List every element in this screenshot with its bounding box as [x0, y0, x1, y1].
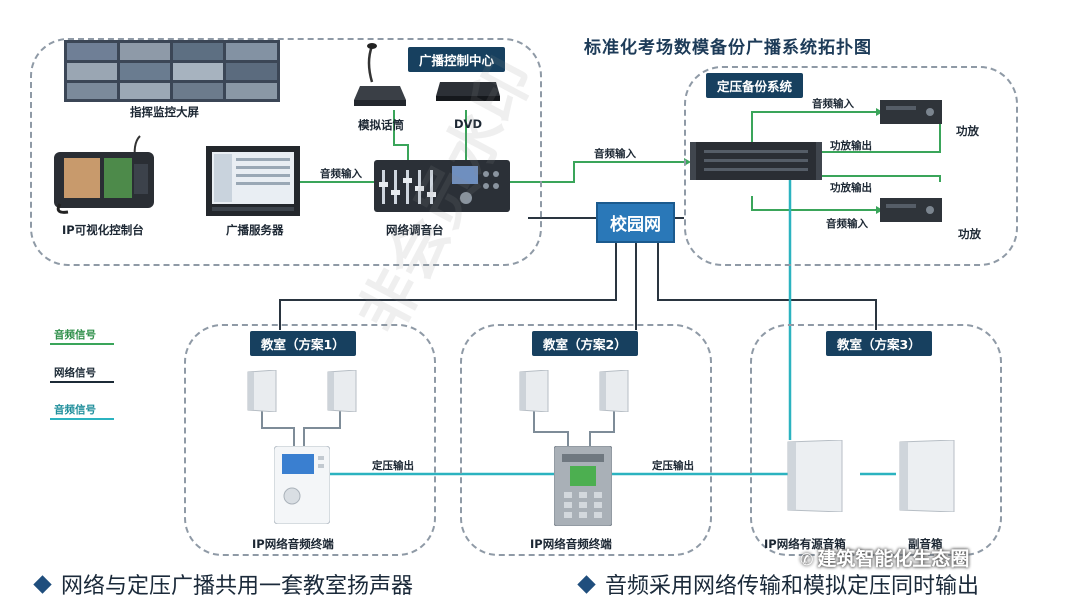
- amp-output-1-label: 功放输出: [830, 140, 872, 152]
- bottom-note-right: 音频采用网络传输和模拟定压同时输出: [577, 568, 980, 600]
- active-speaker-icon: [787, 440, 843, 512]
- passive-speaker-label: 副音箱: [908, 537, 943, 551]
- paging-mic-label: 模拟话筒: [358, 118, 404, 132]
- amp2-audio-input-label: 音频输入: [826, 218, 868, 230]
- broadcast-server-icon: [206, 146, 300, 216]
- wechat-account-label: ✆建筑智能化生态圈: [800, 544, 969, 571]
- legend-audio-teal: 音频信号: [54, 404, 96, 416]
- classroom-zone-1: [184, 324, 436, 556]
- classroom1-speaker-right: [327, 370, 357, 412]
- passive-speaker-icon: [899, 440, 955, 512]
- fixed-output-1-label: 定压输出: [372, 460, 414, 472]
- classroom1-tag: 教室（方案1）: [250, 331, 356, 356]
- classroom-zone-2: [460, 324, 712, 556]
- mixer-audio-input-label: 音频输入: [320, 168, 362, 180]
- terminal2-label: IP网络音频终端: [530, 537, 612, 551]
- classroom-zone-3: [750, 324, 1002, 556]
- bottom-note-left-text: 网络与定压广播共用一套教室扬声器: [61, 574, 414, 599]
- amp2-label: 功放: [958, 227, 981, 241]
- dvd-player-icon: [436, 82, 500, 101]
- fixed-output-2-label: 定压输出: [652, 460, 694, 472]
- fixed-voltage-tag: 定压备份系统: [706, 73, 804, 98]
- classroom3-tag: 教室（方案3）: [826, 331, 932, 356]
- ip-audio-terminal-1-icon: [274, 446, 330, 524]
- control-center-zone: [30, 38, 542, 266]
- bottom-note-right-text: 音频采用网络传输和模拟定压同时输出: [605, 574, 980, 599]
- paging-mic-icon: [354, 43, 406, 106]
- classroom1-speaker-left: [247, 370, 277, 412]
- terminal1-label: IP网络音频终端: [252, 537, 334, 551]
- monitor-wall-label: 指挥监控大屏: [130, 105, 199, 119]
- backup-system-zone: [684, 66, 1018, 266]
- amplifier-2-icon: [880, 198, 942, 222]
- server-label: 广播服务器: [226, 223, 284, 237]
- dvd-label: DVD: [454, 117, 482, 131]
- active-speaker-label: IP网络有源音箱: [764, 537, 846, 551]
- ip-audio-terminal-2-icon: [554, 446, 612, 526]
- wechat-icon: ✆: [800, 550, 814, 569]
- amp-output-2-label: 功放输出: [830, 182, 872, 194]
- classroom2-speaker-right: [599, 370, 629, 412]
- monitor-wall-image: [64, 40, 280, 102]
- ip-console-label: IP可视化控制台: [62, 223, 144, 237]
- amp1-audio-input-label: 音频输入: [812, 98, 854, 110]
- campus-network-node: 校园网: [596, 202, 675, 243]
- classroom2-tag: 教室（方案2）: [532, 331, 638, 356]
- classroom2-speaker-left: [519, 370, 549, 412]
- legend-audio-green: 音频信号: [54, 329, 96, 341]
- diamond-bullet-icon: [33, 575, 52, 594]
- backup-main-unit-icon: [690, 142, 822, 180]
- network-mixer-icon: [374, 160, 510, 212]
- backup-audio-input-label: 音频输入: [594, 148, 636, 160]
- amp1-label: 功放: [956, 124, 979, 138]
- ip-console-icon: [54, 135, 154, 214]
- mixer-label: 网络调音台: [386, 223, 444, 237]
- amplifier-1-icon: [880, 100, 942, 124]
- wechat-account-text: 建筑智能化生态圈: [817, 548, 970, 570]
- bottom-note-left: 网络与定压广播共用一套教室扬声器: [33, 568, 414, 600]
- legend-network: 网络信号: [54, 367, 96, 379]
- diagram-title: 标准化考场数模备份广播系统拓扑图: [584, 38, 872, 58]
- control-center-tag: 广播控制中心: [408, 47, 506, 72]
- diamond-bullet-icon: [577, 575, 596, 594]
